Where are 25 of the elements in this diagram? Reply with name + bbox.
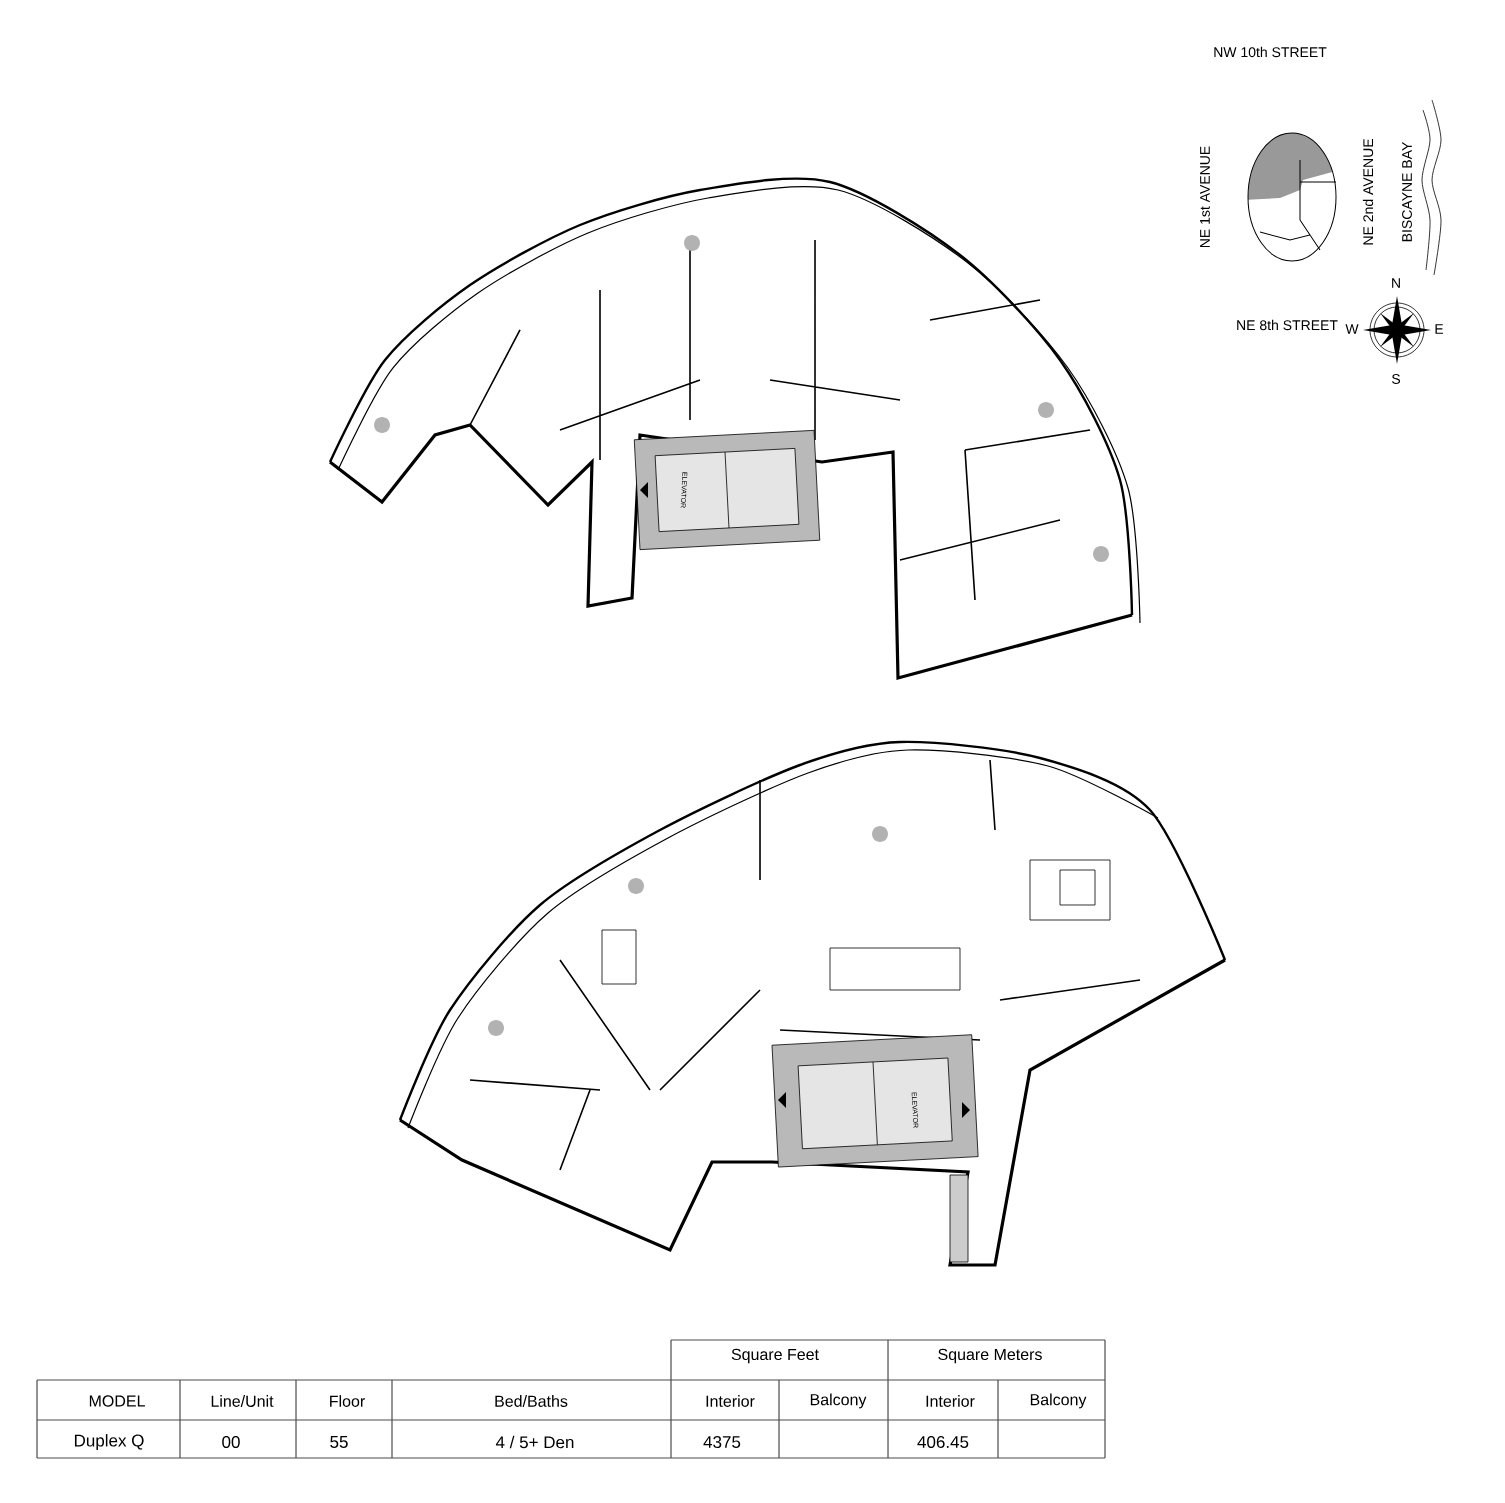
table-value: 55 <box>330 1436 348 1448</box>
table-value: Duplex Q <box>74 1434 144 1450</box>
water-name: BISCAYNE BAY <box>1402 142 1412 242</box>
table-value: 00 <box>222 1436 240 1448</box>
table-header: Balcony <box>810 1393 867 1409</box>
compass-letter: N <box>1392 278 1400 288</box>
compass-letter: S <box>1391 374 1401 384</box>
table-header: MODEL <box>89 1395 145 1407</box>
table-header: Interior <box>926 1395 975 1407</box>
street-name: NE 2nd AVENUE <box>1362 139 1374 245</box>
table-header: Floor <box>330 1395 365 1407</box>
compass-letter: E <box>1435 324 1444 334</box>
table-header: Square Meters <box>938 1348 1042 1364</box>
table-header: Interior <box>706 1395 755 1407</box>
table-header: Square Feet <box>731 1348 819 1364</box>
table-value: 4375 <box>703 1436 741 1448</box>
table-header: Balcony <box>1030 1393 1087 1409</box>
table-header: Bed/Baths <box>495 1395 568 1407</box>
street-name: NW 10th STREET <box>1214 46 1327 58</box>
table-header: Line/Unit <box>211 1395 274 1407</box>
street-name: NE 8th STREET <box>1237 319 1338 331</box>
table-value: 406.45 <box>917 1436 969 1448</box>
street-name: NE 1st AVENUE <box>1200 146 1210 248</box>
compass-letter: W <box>1345 324 1359 334</box>
table-value: 4 / 5+ Den <box>495 1435 574 1449</box>
